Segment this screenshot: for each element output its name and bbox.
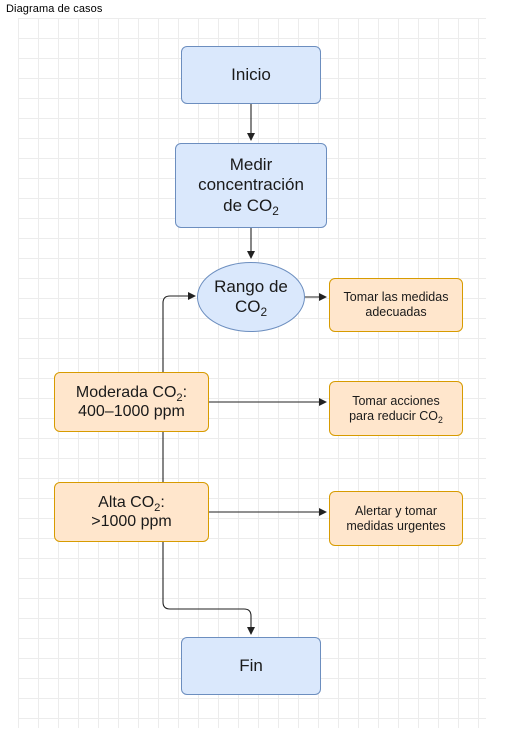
- edge-trunk-range: [162, 292, 196, 372]
- end-node[interactable]: Fin: [181, 637, 321, 695]
- measure-line3: de CO2: [223, 195, 279, 218]
- high-line2: >1000 ppm: [91, 513, 172, 530]
- action-moderate-line1: Tomar acciones: [352, 393, 440, 408]
- start-label: Inicio: [231, 64, 271, 84]
- action-high-line1: Alertar y tomar: [355, 503, 437, 518]
- measure-line2: concentración: [198, 175, 304, 195]
- measure-line1: Medir: [229, 154, 273, 174]
- moderate-case-node[interactable]: Moderada CO2: 400–1000 ppm: [54, 372, 209, 432]
- action-high-line2: medidas urgentes: [346, 518, 446, 533]
- action-moderate-line2: para reducir CO2: [349, 408, 443, 425]
- high-case-node[interactable]: Alta CO2: >1000 ppm: [54, 482, 209, 542]
- action-high-node[interactable]: Alertar y tomar medidas urgentes: [329, 491, 463, 546]
- moderate-line1: Moderada CO2:: [75, 383, 188, 404]
- action-normal-line1: Tomar las medidas: [343, 290, 449, 304]
- moderate-line2: 400–1000 ppm: [78, 403, 185, 420]
- range-line2: CO2: [234, 297, 268, 320]
- action-normal-node[interactable]: Tomar las medidas adecuadas: [329, 278, 463, 332]
- measure-node[interactable]: Medir concentración de CO2: [175, 143, 327, 228]
- page-title: Diagrama de casos: [6, 3, 103, 15]
- range-decision-node[interactable]: Rango de CO2: [197, 262, 305, 332]
- action-moderate-node[interactable]: Tomar acciones para reducir CO2: [329, 381, 463, 436]
- high-line1: Alta CO2:: [98, 493, 165, 514]
- end-label: Fin: [239, 655, 263, 675]
- range-line1: Rango de: [214, 276, 288, 296]
- edge-high-end: [162, 542, 255, 635]
- action-normal-line2: adecuadas: [365, 305, 427, 319]
- start-node[interactable]: Inicio: [181, 46, 321, 104]
